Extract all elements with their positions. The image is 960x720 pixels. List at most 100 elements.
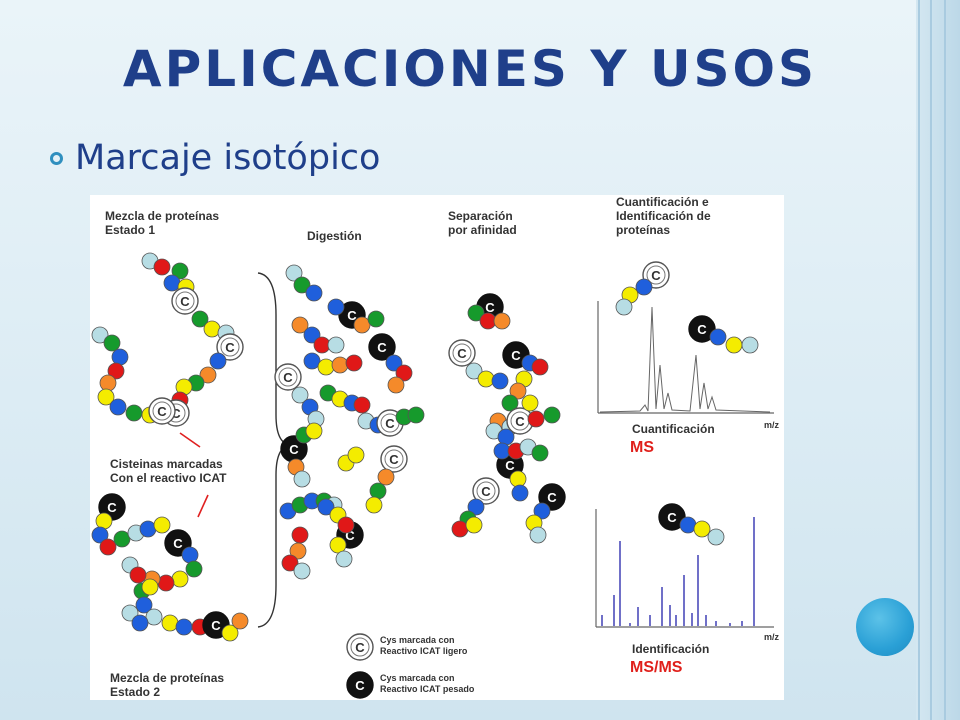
amino-bead [317, 498, 335, 516]
amino-bead [365, 496, 383, 514]
cys-letter: C [347, 308, 357, 323]
amino-bead [163, 274, 181, 292]
edge-line [944, 0, 946, 720]
amino-bead [121, 604, 139, 622]
amino-bead [387, 376, 405, 394]
heavy-cys-marker [658, 503, 686, 531]
amino-bead [141, 578, 159, 596]
cys-letter: C [345, 528, 355, 543]
cys-letter: C [157, 404, 167, 419]
amino-bead [191, 310, 209, 328]
amino-bead [289, 542, 307, 560]
amino-bead [531, 358, 549, 376]
amino-bead [95, 512, 113, 530]
label-ms: MS [630, 439, 654, 456]
amino-bead [293, 276, 311, 294]
cys-letter: C [180, 294, 190, 309]
amino-bead [317, 358, 335, 376]
amino-bead [395, 364, 413, 382]
amino-bead [221, 624, 239, 642]
amino-bead [543, 406, 561, 424]
amino-bead [107, 362, 125, 380]
slide-title: APLICACIONES Y USOS [122, 40, 818, 98]
amino-bead [329, 536, 347, 554]
amino-bead [451, 520, 469, 538]
label-mix-state2: Mezcla de proteínas Estado 2 [110, 671, 225, 699]
amino-bead [291, 526, 309, 544]
amino-bead [91, 326, 109, 344]
amino-bead [281, 554, 299, 572]
cys-letter: C [171, 406, 181, 421]
amino-bead [377, 468, 395, 486]
amino-bead [305, 422, 323, 440]
amino-bead [111, 348, 129, 366]
cys-letter: C [377, 340, 387, 355]
edge-line [918, 0, 920, 720]
cys-letter: C [355, 640, 365, 655]
heavy-cys-marker [346, 671, 374, 699]
amino-bead [531, 444, 549, 462]
label-separation: Separación por afinidad [448, 209, 517, 237]
amino-bead [347, 446, 365, 464]
label-cysteines: Cisteinas marcadas Con el reactivo ICAT [110, 457, 227, 485]
cys-letter: C [505, 458, 515, 473]
amino-bead [131, 614, 149, 632]
amino-bead [139, 520, 157, 538]
cys-letter: C [107, 500, 117, 515]
amino-bead [335, 550, 353, 568]
amino-bead [157, 574, 175, 592]
amino-bead [615, 298, 633, 316]
amino-bead [305, 284, 323, 302]
amino-bead [521, 394, 539, 412]
amino-bead [533, 502, 551, 520]
light-cys-ring [175, 291, 195, 311]
amino-bead [303, 326, 321, 344]
heavy-cys-marker [688, 315, 716, 343]
light-cys-ring [452, 343, 472, 363]
amino-bead [109, 398, 127, 416]
label-quant-ident: Cuantificación e Identificación de prote… [616, 195, 711, 237]
edge-line [930, 0, 932, 720]
amino-bead [527, 410, 545, 428]
amino-bead [103, 334, 121, 352]
cys-letter: C [173, 536, 183, 551]
amino-bead [741, 336, 759, 354]
right-edge-band [916, 0, 960, 720]
amino-bead [493, 312, 511, 330]
amino-bead [97, 388, 115, 406]
amino-bead [407, 406, 425, 424]
cys-letter: C [355, 678, 365, 693]
amino-bead [231, 612, 249, 630]
amino-bead [99, 374, 117, 392]
amino-bead [477, 370, 495, 388]
amino-bead [171, 262, 189, 280]
amino-bead [467, 304, 485, 322]
amino-bead [385, 354, 403, 372]
amino-bead [99, 538, 117, 556]
amino-bead [709, 328, 727, 346]
cys-letter: C [511, 348, 521, 363]
light-cys-ring [350, 637, 370, 657]
amino-bead [291, 316, 309, 334]
pointer-arrow [179, 432, 201, 448]
cys-letter: C [283, 370, 293, 385]
legend-heavy-text: Cys marcada con Reactivo ICAT pesado [380, 673, 475, 694]
amino-bead [129, 566, 147, 584]
amino-bead [337, 516, 355, 534]
amino-bead [353, 316, 371, 334]
amino-bead [367, 310, 385, 328]
amino-bead [293, 562, 311, 580]
light-cys-ring [476, 481, 496, 501]
label-mz-bottom: m/z [764, 632, 780, 642]
bullet-item: Marcaje isotópico [50, 138, 380, 178]
amino-bead [199, 366, 217, 384]
label-mz-top: m/z [764, 420, 780, 430]
amino-bead [181, 546, 199, 564]
cys-letter: C [667, 510, 677, 525]
amino-bead [153, 516, 171, 534]
amino-bead [291, 386, 309, 404]
bullet-text: Marcaje isotópico [75, 138, 381, 178]
amino-bead [331, 356, 349, 374]
cys-letter: C [515, 414, 525, 429]
